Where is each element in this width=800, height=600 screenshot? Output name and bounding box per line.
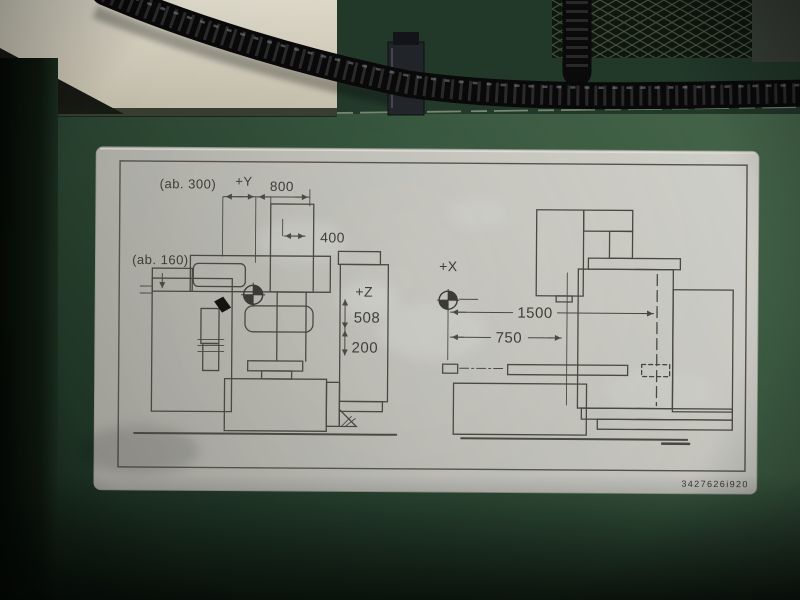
machine-photo: (ab. 300) +Y 800 400 (ab. 160) +Z 508 20…: [0, 0, 800, 600]
vignette: [0, 0, 800, 600]
photo-canvas: (ab. 300) +Y 800 400 (ab. 160) +Z 508 20…: [0, 0, 800, 600]
